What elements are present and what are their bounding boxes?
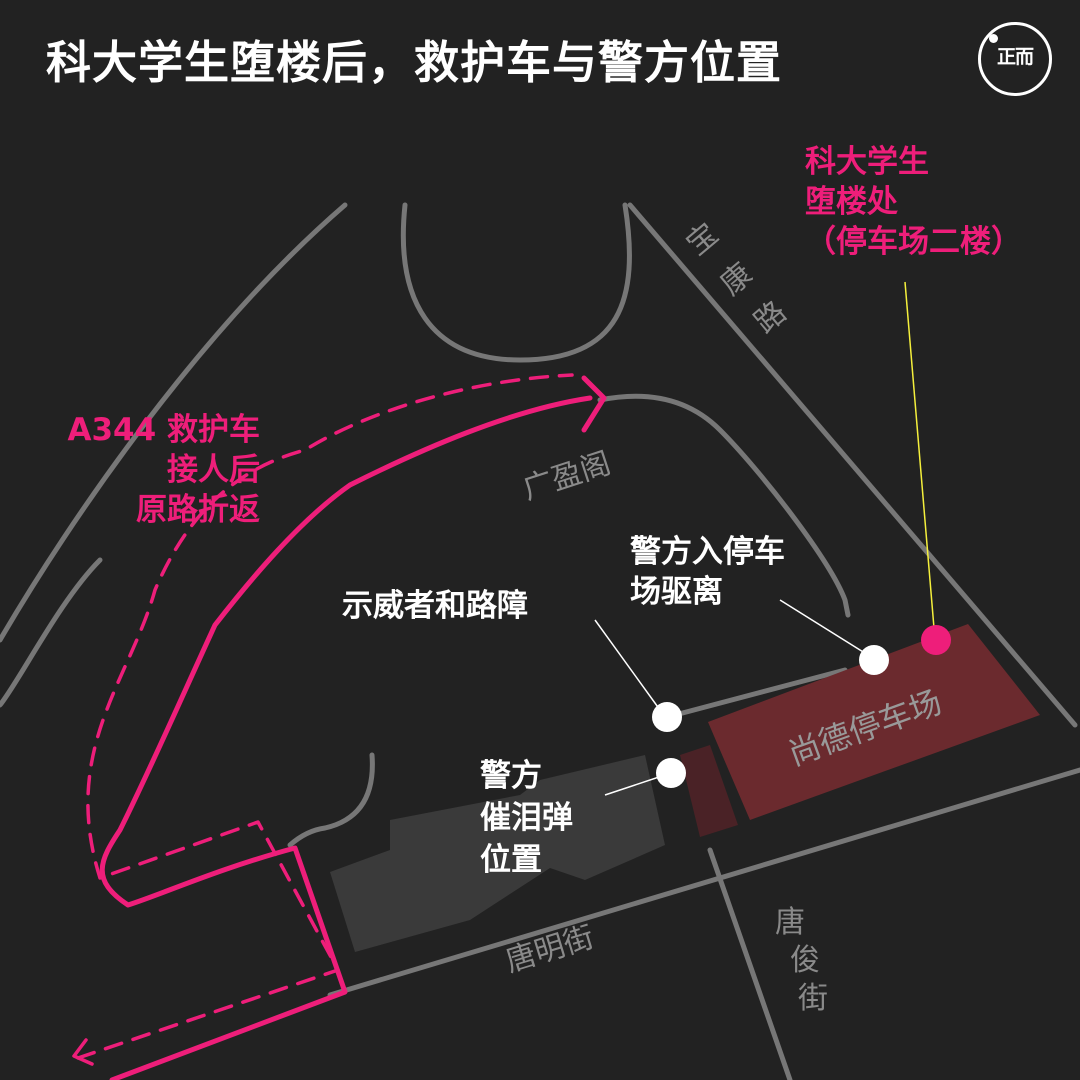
carpark-entrance bbox=[680, 745, 738, 837]
markers bbox=[652, 625, 951, 788]
street-label-tong-chun: 唐 俊 街 bbox=[752, 908, 828, 1014]
logo-dot-icon bbox=[989, 34, 998, 43]
road-po-hong bbox=[627, 202, 1078, 728]
circle-marker-icon bbox=[859, 645, 889, 675]
leader-protesters bbox=[594, 619, 661, 711]
road-outer-left bbox=[0, 202, 348, 643]
label-tear-gas: 警方 催泪弹 位置 bbox=[480, 755, 573, 881]
label-protesters: 示威者和路障 bbox=[342, 586, 528, 626]
brand-logo: 正而 bbox=[978, 22, 1052, 96]
label-police-enter: 警方入停车 场驱离 bbox=[630, 532, 785, 612]
leader-fall-site bbox=[904, 281, 936, 641]
building-block bbox=[330, 755, 665, 952]
road-outer-bottom-left bbox=[0, 557, 103, 708]
label-line: 原路折返 bbox=[136, 492, 260, 528]
leader-police-enter bbox=[779, 599, 869, 656]
label-line: 警方 bbox=[480, 758, 542, 794]
carpark-shinto bbox=[708, 624, 1040, 820]
label-line: 接人后 bbox=[167, 452, 260, 488]
label-line: 堕楼处 bbox=[805, 184, 898, 220]
label-line: 场驱离 bbox=[630, 574, 723, 610]
ambulance-route bbox=[72, 373, 607, 1080]
street-char: 俊 bbox=[790, 943, 820, 978]
map-title: 科大学生堕楼后，救护车与警方位置 bbox=[46, 36, 783, 89]
road-carpark-entry bbox=[672, 667, 848, 718]
arrow-down-left-icon bbox=[72, 1038, 94, 1066]
road-inner-curve bbox=[287, 752, 375, 848]
leader-tear-gas bbox=[604, 774, 666, 796]
route-solid bbox=[99, 395, 593, 1080]
road-kwong-ying-edge bbox=[597, 393, 851, 618]
circle-marker-icon bbox=[652, 702, 682, 732]
road-tong-chun bbox=[707, 847, 793, 1080]
road-loop-top bbox=[400, 202, 632, 363]
leader-lines bbox=[594, 281, 936, 796]
label-line: 示威者和路障 bbox=[342, 588, 528, 624]
label-line: （停车场二楼） bbox=[805, 224, 1022, 260]
label-line: 科大学生 bbox=[805, 144, 929, 180]
label-line: 催泪弹 bbox=[480, 800, 573, 836]
circle-marker-icon bbox=[656, 758, 686, 788]
buildings bbox=[330, 624, 1040, 952]
label-ambulance: A344 救护车 接人后 原路折返 bbox=[20, 410, 261, 530]
label-line: A344 救护车 bbox=[67, 412, 261, 448]
road-network bbox=[0, 202, 1080, 1080]
label-fall-site: 科大学生 堕楼处 （停车场二楼） bbox=[805, 142, 1022, 262]
road-tong-ming bbox=[327, 767, 1080, 998]
label-line: 位置 bbox=[480, 842, 542, 878]
logo-mark: 正而 bbox=[996, 46, 1034, 68]
street-char: 街 bbox=[798, 981, 828, 1016]
label-line: 警方入停车 bbox=[630, 534, 785, 570]
street-char: 唐 bbox=[775, 905, 805, 940]
arrow-right-icon bbox=[581, 375, 607, 433]
route-dashed-outer bbox=[76, 373, 574, 1060]
circle-marker-icon bbox=[921, 625, 951, 655]
